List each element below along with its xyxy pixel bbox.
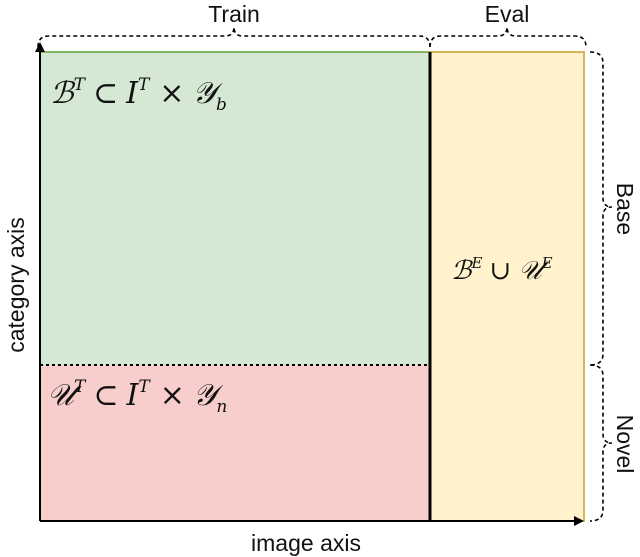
times-symbol: × — [159, 76, 184, 111]
images-symbol: I — [125, 76, 139, 111]
subset-symbol: ⊂ — [93, 378, 118, 413]
times-symbol: × — [160, 378, 185, 413]
union-symbol: ∪ — [489, 256, 511, 286]
train-base-formula: ℬT⊂IT×𝒴b — [50, 75, 227, 115]
train-brace — [37, 26, 431, 48]
eval-formula: ℬE∪𝒰E — [451, 254, 553, 286]
eval-region — [430, 52, 584, 521]
eval-base-set-superscript: E — [470, 254, 482, 272]
eval-label: Eval — [485, 1, 530, 27]
images-superscript: T — [138, 75, 151, 95]
base-label: Base — [612, 183, 638, 235]
eval-brace — [429, 26, 587, 48]
subset-symbol: ⊂ — [93, 76, 118, 111]
categories-subscript: n — [216, 397, 227, 417]
novel-brace — [589, 364, 613, 522]
eval-novel-set-superscript: E — [541, 254, 553, 272]
novel-label: Novel — [612, 415, 638, 474]
base-set-symbol: ℬ — [50, 76, 76, 111]
images-symbol: I — [125, 378, 139, 413]
categories-subscript: b — [216, 95, 227, 115]
eval-base-set-symbol: ℬ — [451, 256, 473, 286]
train-novel-region — [40, 365, 430, 521]
novel-set-superscript: T — [74, 377, 87, 397]
base-brace — [589, 51, 613, 366]
train-base-region — [40, 52, 430, 365]
x-axis-label: image axis — [251, 530, 361, 556]
base-set-superscript: T — [74, 75, 87, 95]
train-label: Train — [208, 1, 260, 27]
y-axis-label: category axis — [3, 217, 29, 353]
images-superscript: T — [138, 377, 151, 397]
